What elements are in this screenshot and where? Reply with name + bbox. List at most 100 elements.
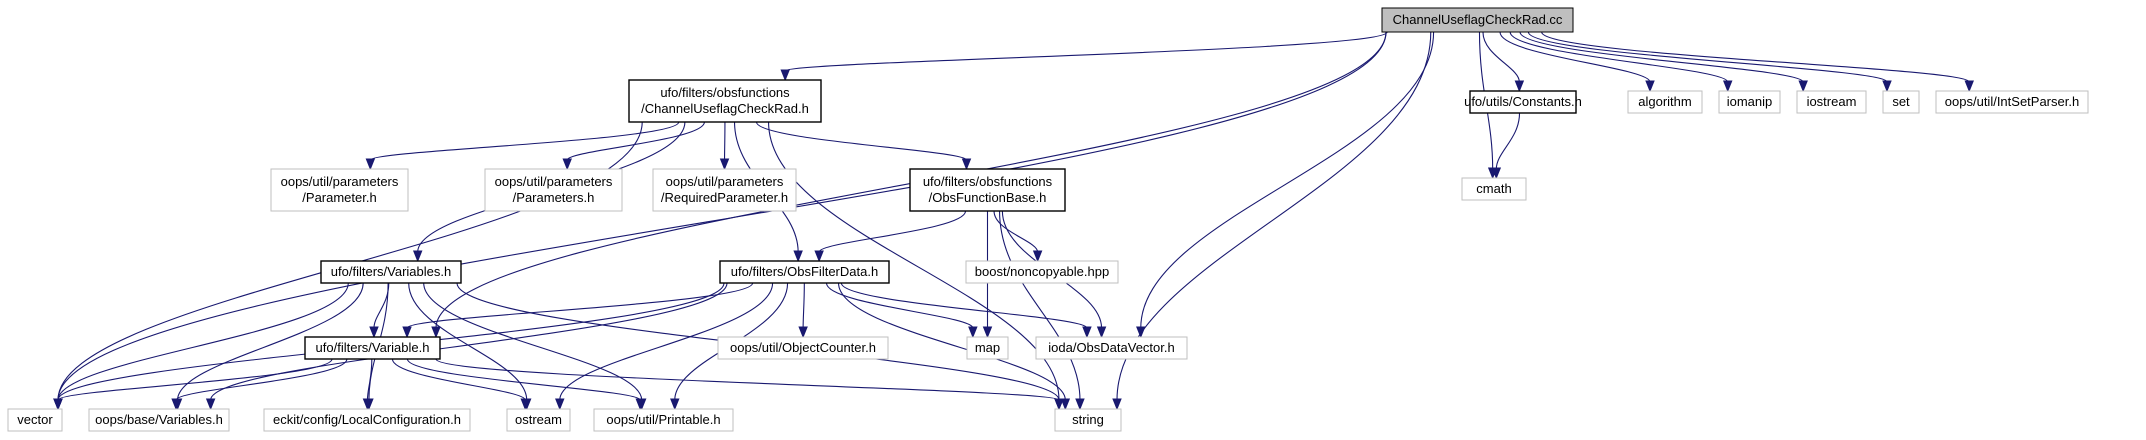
node-string[interactable]: string	[1054, 408, 1122, 432]
arrow-head-icon	[555, 398, 565, 411]
edge-line	[391, 358, 526, 401]
edge-variable_h-to-vector	[53, 358, 333, 411]
arrow-head-icon	[1112, 398, 1122, 411]
node-label: ostream	[515, 412, 562, 427]
node-oopsvariables[interactable]: oops/base/Variables.h	[88, 408, 230, 432]
arrow-head-icon	[562, 158, 572, 171]
node-localconfig[interactable]: eckit/config/LocalConfiguration.h	[263, 408, 471, 432]
arrow-head-icon	[814, 250, 824, 263]
node-box	[1882, 90, 1920, 114]
edge-obsfilterdata-to-string	[837, 282, 1071, 411]
arrow-head-icon	[431, 326, 441, 339]
node-parameters[interactable]: oops/util/parameters/Parameters.h	[484, 168, 623, 212]
edge-line	[784, 31, 1388, 72]
node-box	[1035, 336, 1188, 360]
node-map[interactable]: map	[966, 336, 1009, 360]
arrow-head-icon	[1054, 398, 1064, 411]
node-label: /RequiredParameter.h	[661, 190, 788, 205]
node-cucr_h[interactable]: ufo/filters/obsfunctions/ChannelUseflagC…	[628, 79, 822, 123]
arrow-head-icon	[968, 326, 978, 339]
edge-obsfuncbase-to-obsfilterdata	[814, 210, 967, 263]
edge-root-to-constants	[1482, 31, 1525, 93]
arrow-head-icon	[793, 250, 803, 263]
edge-line	[1482, 31, 1520, 83]
node-label: boost/noncopyable.hpp	[975, 264, 1109, 279]
edge-line	[1519, 31, 1804, 83]
node-box	[320, 260, 462, 284]
edge-line	[177, 282, 364, 401]
node-root[interactable]: ChannelUseflagCheckRad.cc	[1381, 7, 1574, 33]
node-box	[1627, 90, 1703, 114]
node-obsfuncbase[interactable]: ufo/filters/obsfunctions/ObsFunctionBase…	[909, 168, 1066, 212]
node-box	[484, 168, 623, 212]
node-noncopyable[interactable]: boost/noncopyable.hpp	[965, 260, 1119, 284]
node-label: oops/base/Variables.h	[95, 412, 223, 427]
node-iostream[interactable]: iostream	[1796, 90, 1867, 114]
node-label: oops/util/parameters	[495, 174, 613, 189]
node-label: /Parameter.h	[302, 190, 376, 205]
edge-variable_h-to-ostream	[391, 358, 530, 411]
node-obsfilterdata[interactable]: ufo/filters/ObsFilterData.h	[719, 260, 890, 284]
node-intsetparser[interactable]: oops/util/IntSetParser.h	[1935, 90, 2089, 114]
dependency-edges	[53, 31, 1974, 411]
edge-line	[802, 282, 805, 329]
edge-line	[559, 282, 774, 401]
node-box	[1054, 408, 1122, 432]
node-label: ioda/ObsDataVector.h	[1048, 340, 1174, 355]
node-algorithm[interactable]: algorithm	[1627, 90, 1703, 114]
node-parameter[interactable]: oops/util/parameters/Parameter.h	[270, 168, 409, 212]
node-label: /Parameters.h	[513, 190, 595, 205]
arrow-head-icon	[635, 398, 645, 411]
node-box	[965, 260, 1119, 284]
edge-line	[369, 121, 680, 161]
node-label: ufo/utils/Constants.h	[1464, 94, 1582, 109]
edge-cucr_h-to-parameter	[365, 121, 680, 171]
arrow-head-icon	[1514, 80, 1525, 93]
node-label: set	[1892, 94, 1910, 109]
node-constants[interactable]: ufo/utils/Constants.h	[1464, 90, 1582, 114]
edge-line	[175, 358, 348, 401]
node-printable[interactable]: oops/util/Printable.h	[593, 408, 734, 432]
node-box	[88, 408, 230, 432]
node-box	[263, 408, 471, 432]
edge-line	[993, 210, 1039, 253]
arrow-head-icon	[1136, 326, 1146, 339]
arrow-head-icon	[1032, 250, 1043, 263]
node-box	[593, 408, 734, 432]
node-variables_h[interactable]: ufo/filters/Variables.h	[320, 260, 462, 284]
node-label: vector	[17, 412, 53, 427]
node-requiredparam[interactable]: oops/util/parameters/RequiredParameter.h	[652, 168, 797, 212]
node-box	[909, 168, 1066, 212]
node-box	[506, 408, 571, 432]
arrow-head-icon	[1882, 80, 1892, 93]
node-box	[1381, 7, 1574, 33]
edge-line	[57, 282, 349, 401]
node-iomanip[interactable]: iomanip	[1718, 90, 1781, 114]
node-obsdatavector[interactable]: ioda/ObsDataVector.h	[1035, 336, 1188, 360]
arrow-head-icon	[780, 69, 790, 82]
node-ostream[interactable]: ostream	[506, 408, 571, 432]
node-label: ufo/filters/Variables.h	[331, 264, 451, 279]
node-set[interactable]: set	[1882, 90, 1920, 114]
edge-obsfuncbase-to-noncopyable	[993, 210, 1043, 263]
node-box	[7, 408, 63, 432]
node-cmath[interactable]: cmath	[1461, 177, 1527, 201]
node-variable_h[interactable]: ufo/filters/Variable.h	[304, 336, 441, 360]
edge-line	[210, 282, 728, 401]
node-label: ChannelUseflagCheckRad.cc	[1393, 12, 1563, 27]
node-label: oops/util/ObjectCounter.h	[730, 340, 876, 355]
edge-cucr_h-to-obsfuncbase	[755, 121, 972, 171]
node-vector[interactable]: vector	[7, 408, 63, 432]
edge-line	[406, 358, 641, 401]
node-box	[1461, 177, 1527, 201]
arrow-head-icon	[798, 326, 808, 339]
node-objectcounter[interactable]: oops/util/ObjectCounter.h	[717, 336, 889, 360]
node-box	[1469, 90, 1577, 114]
edge-line	[837, 282, 1066, 401]
edge-line	[999, 210, 1081, 401]
edge-line	[406, 282, 754, 329]
edge-root-to-intsetparser	[1541, 31, 1974, 93]
edge-obsfilterdata-to-ostream	[555, 282, 774, 411]
arrow-head-icon	[520, 398, 530, 411]
node-label: ufo/filters/ObsFilterData.h	[731, 264, 878, 279]
